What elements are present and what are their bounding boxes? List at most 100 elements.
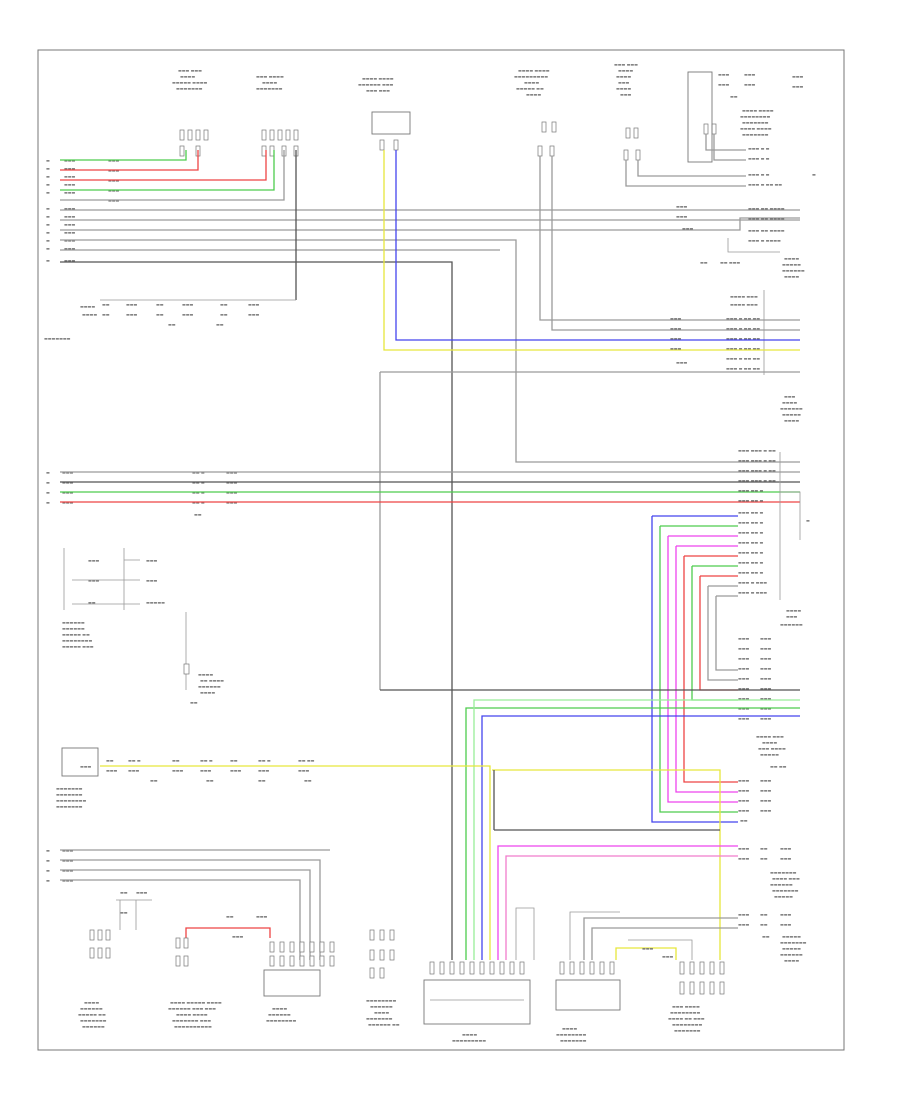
- svg-text:▬▬▬ ▬ ▬▬ ▬▬: ▬▬▬ ▬ ▬▬ ▬▬: [726, 356, 760, 361]
- svg-text:▬▬▬▬▬▬: ▬▬▬▬▬▬: [62, 626, 85, 631]
- svg-text:▬▬▬▬ ▬▬▬: ▬▬▬▬ ▬▬▬: [772, 876, 800, 881]
- wire-red-2: [60, 150, 267, 181]
- svg-text:▬▬▬▬ ▬▬▬: ▬▬▬▬ ▬▬▬: [730, 294, 758, 299]
- svg-text:▬▬: ▬▬: [190, 700, 198, 705]
- svg-text:▬▬▬: ▬▬▬: [780, 846, 792, 851]
- svg-text:▬▬▬▬▬▬▬: ▬▬▬▬▬▬▬: [56, 804, 83, 809]
- svg-text:▬▬: ▬▬: [226, 914, 234, 919]
- svg-text:▬▬: ▬▬: [102, 312, 110, 317]
- svg-text:▬▬ ▬▬▬: ▬▬ ▬▬▬: [720, 260, 740, 265]
- right-middle-labels: ▬▬▬ ▬▬▬ ▬ ▬▬▬▬▬ ▬▬▬ ▬ ▬▬▬▬▬ ▬▬▬ ▬ ▬▬▬▬▬ …: [738, 448, 810, 823]
- svg-text:▬▬▬▬: ▬▬▬▬: [562, 1026, 577, 1031]
- svg-text:▬▬▬▬▬▬▬▬: ▬▬▬▬▬▬▬▬: [740, 114, 770, 119]
- svg-text:▬▬▬: ▬▬▬: [760, 646, 772, 651]
- svg-text:▬: ▬: [46, 500, 50, 505]
- svg-text:▬▬▬: ▬▬▬: [126, 302, 138, 307]
- svg-text:▬▬▬: ▬▬▬: [232, 934, 244, 939]
- svg-text:▬▬: ▬▬: [120, 890, 128, 895]
- svg-text:▬▬▬ ▬▬ ▬▬▬▬: ▬▬▬ ▬▬ ▬▬▬▬: [748, 216, 785, 221]
- svg-text:▬▬▬▬▬: ▬▬▬▬▬: [782, 412, 801, 417]
- svg-text:▬▬▬ ▬ ▬▬ ▬▬: ▬▬▬ ▬ ▬▬ ▬▬: [748, 182, 782, 187]
- svg-text:▬▬▬ ▬ ▬▬▬▬: ▬▬▬ ▬ ▬▬▬▬: [748, 238, 781, 243]
- svg-text:▬▬▬▬▬▬▬: ▬▬▬▬▬▬▬: [560, 1038, 587, 1043]
- svg-text:▬▬▬▬ ▬▬ ▬▬▬: ▬▬▬▬ ▬▬ ▬▬▬: [668, 1016, 705, 1021]
- svg-text:▬▬▬▬: ▬▬▬▬: [782, 400, 797, 405]
- svg-text:▬▬▬: ▬▬▬: [676, 214, 688, 219]
- svg-text:▬▬▬: ▬▬▬: [106, 768, 118, 773]
- top-connector-pins: [179, 111, 717, 161]
- svg-text:▬▬▬▬▬▬▬: ▬▬▬▬▬▬▬: [176, 86, 203, 91]
- svg-text:▬▬▬▬: ▬▬▬▬: [786, 608, 801, 613]
- svg-text:▬▬▬: ▬▬▬: [64, 182, 76, 187]
- svg-text:▬▬▬▬▬▬: ▬▬▬▬▬▬: [782, 268, 805, 273]
- svg-text:▬▬▬ ▬▬▬ ▬ ▬▬: ▬▬▬ ▬▬▬ ▬ ▬▬: [738, 448, 776, 453]
- svg-text:▬▬▬: ▬▬▬: [792, 74, 804, 79]
- svg-text:▬▬▬: ▬▬▬: [182, 312, 194, 317]
- svg-text:▬▬▬▬▬ ▬▬: ▬▬▬▬▬ ▬▬: [78, 1012, 106, 1017]
- svg-text:▬▬▬▬: ▬▬▬▬: [180, 74, 195, 79]
- svg-text:▬: ▬: [806, 518, 810, 523]
- svg-text:▬▬▬: ▬▬▬: [738, 778, 750, 783]
- svg-text:▬▬▬▬▬▬▬▬▬: ▬▬▬▬▬▬▬▬▬: [514, 74, 548, 79]
- svg-text:▬▬▬▬▬: ▬▬▬▬▬: [774, 894, 793, 899]
- svg-text:▬: ▬: [46, 182, 50, 187]
- svg-text:▬▬▬▬: ▬▬▬▬: [762, 740, 777, 745]
- svg-text:▬▬▬▬: ▬▬▬▬: [784, 418, 799, 423]
- svg-text:▬▬▬: ▬▬▬: [760, 636, 772, 641]
- diagram-border: [37, 49, 845, 1051]
- svg-text:▬▬▬▬▬▬▬▬: ▬▬▬▬▬▬▬▬: [556, 1032, 586, 1037]
- svg-text:▬▬▬: ▬▬▬: [618, 80, 630, 85]
- top-right-wire-labels: ▬▬▬▬▬▬▬▬▬ ▬▬▬▬▬▬▬▬▬ ▬▬ ▬▬▬ ▬ ▬▬▬▬ ▬ ▬▬▬▬…: [718, 72, 816, 187]
- svg-text:▬▬▬: ▬▬▬: [64, 246, 76, 251]
- svg-text:▬▬▬: ▬▬▬: [760, 656, 772, 661]
- svg-text:▬▬▬: ▬▬▬: [670, 336, 682, 341]
- svg-text:▬▬▬▬▬▬: ▬▬▬▬▬▬: [62, 620, 85, 625]
- svg-text:▬▬▬: ▬▬▬: [792, 84, 804, 89]
- svg-text:▬▬▬: ▬▬▬: [88, 558, 100, 563]
- svg-text:▬▬▬ ▬▬ ▬: ▬▬▬ ▬▬ ▬: [738, 510, 763, 515]
- svg-text:▬▬: ▬▬: [120, 910, 128, 915]
- svg-text:▬▬▬▬▬▬▬: ▬▬▬▬▬▬▬: [56, 792, 83, 797]
- svg-text:▬▬▬ ▬▬ ▬: ▬▬▬ ▬▬ ▬: [738, 498, 763, 503]
- svg-text:▬▬▬▬▬: ▬▬▬▬▬: [782, 934, 801, 939]
- svg-text:▬▬▬: ▬▬▬: [256, 914, 268, 919]
- svg-text:▬▬▬ ▬ ▬▬ ▬▬: ▬▬▬ ▬ ▬▬ ▬▬: [726, 336, 760, 341]
- svg-text:▬▬▬ ▬▬ ▬: ▬▬▬ ▬▬ ▬: [738, 488, 763, 493]
- svg-text:▬▬: ▬▬: [700, 260, 708, 265]
- svg-text:▬▬▬ ▬▬ ▬: ▬▬▬ ▬▬ ▬: [738, 560, 763, 565]
- svg-text:▬▬▬: ▬▬▬: [200, 768, 212, 773]
- svg-text:▬: ▬: [46, 238, 50, 243]
- svg-text:▬▬▬: ▬▬▬: [738, 696, 750, 701]
- svg-text:▬▬▬▬: ▬▬▬▬: [272, 1006, 287, 1011]
- svg-text:▬▬▬▬▬▬: ▬▬▬▬▬▬: [780, 952, 803, 957]
- svg-text:▬▬: ▬▬: [730, 94, 738, 99]
- svg-text:▬▬▬▬: ▬▬▬▬: [200, 690, 215, 695]
- wire-blue-a: [395, 150, 692, 341]
- svg-text:▬: ▬: [812, 172, 816, 177]
- svg-text:▬▬▬▬: ▬▬▬▬: [82, 312, 97, 317]
- svg-text:▬▬▬ ▬ ▬▬▬: ▬▬▬ ▬ ▬▬▬: [738, 580, 767, 585]
- svg-text:▬▬ ▬▬: ▬▬ ▬▬: [298, 758, 315, 763]
- lower-left-bundle-labels: ▬▬▬▬ ▬▬▬▬ ▬▬▬▬ ▬▬▬▬: [46, 848, 74, 883]
- svg-text:▬▬▬: ▬▬▬: [80, 764, 92, 769]
- svg-text:▬▬▬: ▬▬▬: [146, 578, 158, 583]
- svg-text:▬▬▬▬▬▬▬▬: ▬▬▬▬▬▬▬▬: [672, 1022, 702, 1027]
- svg-text:▬▬▬▬: ▬▬▬▬: [80, 304, 95, 309]
- svg-text:▬▬▬▬: ▬▬▬▬: [784, 274, 799, 279]
- svg-text:▬▬▬: ▬▬▬: [738, 656, 750, 661]
- svg-text:▬▬▬: ▬▬▬: [718, 82, 730, 87]
- svg-text:▬▬▬ ▬ ▬▬ ▬▬: ▬▬▬ ▬ ▬▬ ▬▬: [726, 366, 760, 371]
- top-component-labels: ▬▬▬ ▬▬▬▬▬▬▬▬▬▬▬▬ ▬▬▬▬▬▬▬▬▬▬▬ ▬▬▬ ▬▬▬▬▬▬▬…: [172, 62, 774, 137]
- svg-text:▬▬▬▬▬▬▬▬▬▬: ▬▬▬▬▬▬▬▬▬▬: [174, 1024, 212, 1029]
- svg-text:▬▬▬▬▬▬▬: ▬▬▬▬▬▬▬: [780, 940, 807, 945]
- svg-text:▬▬▬ ▬ ▬: ▬▬▬ ▬ ▬: [748, 156, 770, 161]
- svg-text:▬▬▬: ▬▬▬: [88, 578, 100, 583]
- svg-text:▬▬▬: ▬▬▬: [248, 312, 260, 317]
- svg-text:▬: ▬: [46, 858, 50, 863]
- svg-text:▬▬▬▬: ▬▬▬▬: [616, 74, 631, 79]
- right-middle-bus: [779, 452, 801, 600]
- svg-text:▬▬▬▬▬: ▬▬▬▬▬: [146, 600, 165, 605]
- svg-text:▬▬▬▬▬ ▬▬: ▬▬▬▬▬ ▬▬: [62, 632, 90, 637]
- svg-text:▬▬▬: ▬▬▬: [128, 768, 140, 773]
- svg-text:▬▬▬▬: ▬▬▬▬: [198, 672, 213, 677]
